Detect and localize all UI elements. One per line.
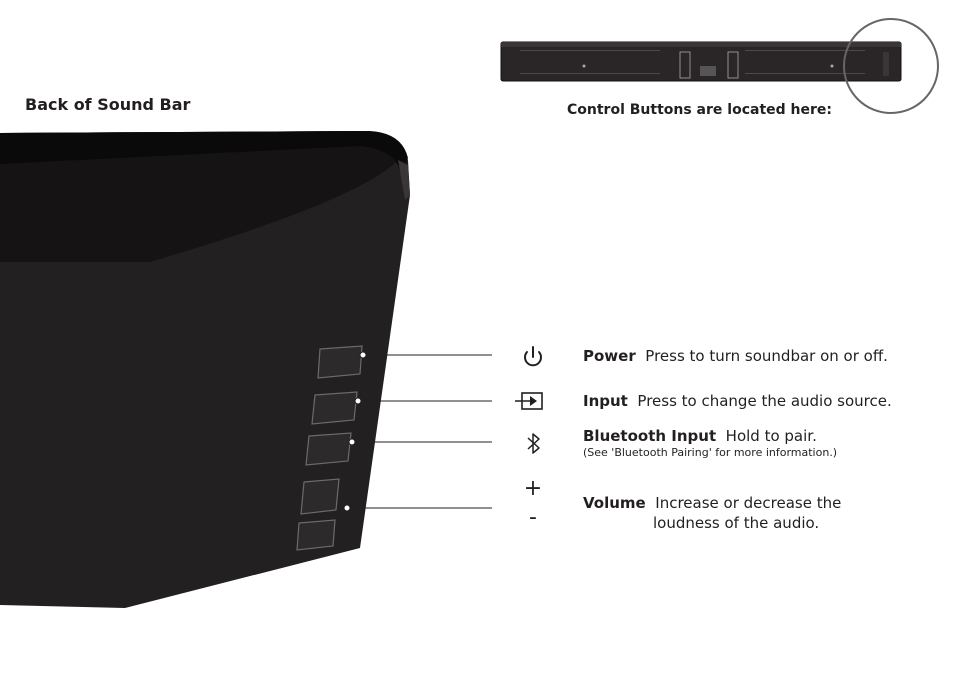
bluetooth-button — [305, 432, 352, 466]
bluetooth-icon — [527, 433, 540, 454]
volume-label: Volume — [583, 494, 646, 512]
volume-description-line1: Increase or decrease the — [655, 494, 842, 512]
bluetooth-description: Hold to pair. — [725, 427, 817, 445]
power-icon — [524, 346, 542, 367]
soundbar-overview — [500, 41, 902, 82]
volume-minus-icon: - — [529, 505, 537, 530]
volume-row: Volume Increase or decrease the — [583, 494, 841, 512]
volume-down-button — [296, 519, 336, 551]
input-icon — [515, 392, 543, 410]
bluetooth-label: Bluetooth Input — [583, 427, 717, 445]
leader-lines — [347, 354, 492, 509]
input-label: Input — [583, 392, 628, 410]
power-description: Press to turn soundbar on or off. — [645, 347, 888, 365]
volume-up-button — [300, 478, 340, 515]
power-label: Power — [583, 347, 636, 365]
input-description: Press to change the audio source. — [637, 392, 892, 410]
back-title: Back of Sound Bar — [25, 95, 191, 114]
leader-dots — [343, 351, 367, 512]
input-button — [311, 391, 358, 425]
callout-circle — [843, 18, 939, 114]
volume-plus-icon: + — [523, 476, 543, 501]
power-button — [317, 345, 363, 379]
closeup-buttons — [296, 345, 363, 551]
input-row: Input Press to change the audio source. — [583, 392, 892, 410]
power-row: Power Press to turn soundbar on or off. — [583, 347, 888, 365]
bluetooth-row: Bluetooth Input Hold to pair. — [583, 427, 817, 445]
bluetooth-note: (See 'Bluetooth Pairing' for more inform… — [583, 446, 838, 459]
control-location-label: Control Buttons are located here: — [567, 102, 832, 118]
volume-description-line2: loudness of the audio. — [653, 514, 820, 532]
